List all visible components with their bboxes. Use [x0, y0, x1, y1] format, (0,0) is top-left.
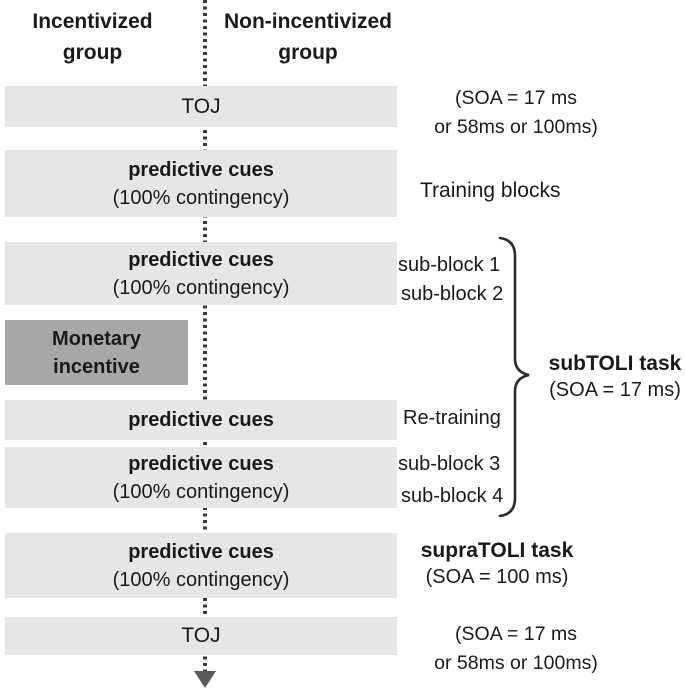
- box-subtitle: (100% contingency): [112, 568, 290, 591]
- box-title: predictive cues: [128, 158, 274, 181]
- sub-block-3-label: sub-block 3: [398, 453, 501, 475]
- non-incentivized-group-header: Non-incentivized group: [223, 10, 392, 64]
- group-divider-dotted-line: [203, 0, 207, 672]
- curly-brace: [498, 236, 530, 518]
- box-title: TOJ: [181, 624, 221, 647]
- sub-block-4-label: sub-block 4: [401, 485, 504, 507]
- supratoli-task-title: supraTOLI task: [420, 539, 574, 562]
- soa-bottom-annotation: (SOA = 17 ms or 58ms or 100ms): [434, 623, 598, 674]
- box-title: predictive cues: [128, 452, 274, 475]
- subtoli-task-soa: (SOA = 17 ms): [549, 379, 681, 401]
- flow-box-supratoli-cues: predictive cues (100% contingency): [5, 533, 397, 598]
- box-title: predictive cues: [128, 409, 274, 431]
- subtoli-task-title: subTOLI task: [548, 352, 682, 375]
- flow-box-subblock-3-4-cues: predictive cues (100% contingency): [5, 447, 397, 508]
- incentivized-group-header: Incentivized group: [32, 10, 153, 64]
- flow-box-retraining-cues: predictive cues: [5, 400, 397, 440]
- re-training-label: Re-training: [403, 407, 501, 429]
- flow-box-subblock-1-2-cues: predictive cues (100% contingency): [5, 242, 397, 305]
- arrow-down-icon: [194, 671, 216, 688]
- training-blocks-label: Training blocks: [420, 179, 561, 202]
- flow-box-toj-bottom: TOJ: [5, 617, 397, 655]
- flow-box-training-cues: predictive cues (100% contingency): [5, 150, 397, 217]
- flow-box-monetary-incentive: Monetary incentive: [5, 320, 188, 385]
- box-subtitle: (100% contingency): [112, 480, 290, 503]
- box-subtitle: (100% contingency): [112, 186, 290, 209]
- flow-box-toj-top: TOJ: [5, 86, 397, 127]
- box-subtitle: (100% contingency): [112, 276, 290, 299]
- box-title: Monetary incentive: [52, 327, 141, 378]
- sub-block-2-label: sub-block 2: [401, 283, 504, 305]
- soa-top-annotation: (SOA = 17 ms or 58ms or 100ms): [434, 87, 598, 138]
- box-title: predictive cues: [128, 540, 274, 563]
- box-title: predictive cues: [128, 248, 274, 271]
- box-title: TOJ: [181, 94, 221, 118]
- supratoli-task-soa: (SOA = 100 ms): [425, 566, 569, 588]
- subtoli-task-annotation: subTOLI task (SOA = 17 ms): [545, 351, 685, 403]
- supratoli-task-annotation: supraTOLI task (SOA = 100 ms): [408, 537, 586, 591]
- sub-block-1-label: sub-block 1: [398, 254, 501, 276]
